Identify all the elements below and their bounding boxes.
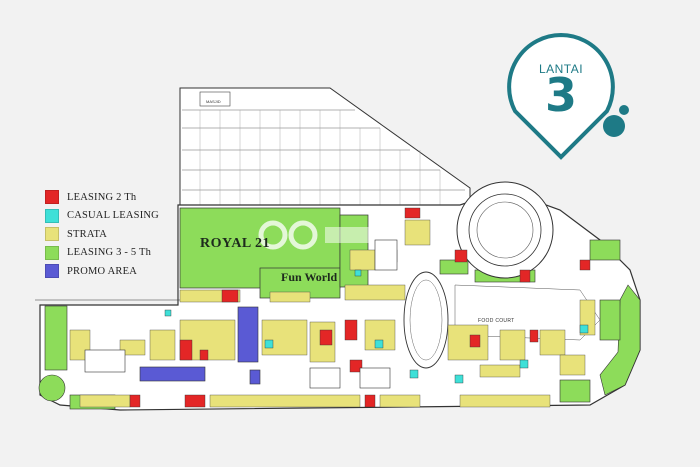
casual-leasing-kiosks [164,269,589,384]
legend-swatch [45,208,59,223]
food-court-label: FOOD COURT [478,318,515,324]
legend-label: LEASING 3 - 5 Th [67,247,152,259]
oval-atrium [403,271,449,369]
legend-label: PROMO AREA [67,265,137,277]
royal21-label: ROYAL 21 [200,236,271,251]
legend-item-leasing-2th: LEASING 2 Th [45,188,159,207]
strata-shops [69,219,596,408]
legend-swatch [45,264,59,279]
legend-swatch [45,190,59,205]
legend-label: LEASING 2 Th [67,191,137,203]
floor-title: LANTAI [538,62,584,76]
legend-item-strata: STRATA [45,225,159,244]
parking-structure [179,87,471,206]
legend-label: STRATA [67,228,108,240]
legend-item-leasing-3-5th: LEASING 3 - 5 Th [45,244,159,263]
promo-areas [139,306,261,385]
watermark-logo-icon [258,220,370,250]
legend-swatch [45,245,59,260]
funworld-label: Fun World [281,270,338,284]
legend-item-casual-leasing: CASUAL LEASING [45,207,159,226]
floor-number: 3 [544,68,577,122]
masjid-label: MASJID [206,99,221,104]
leasing-2th-shops [129,207,591,408]
legend-label: CASUAL LEASING [67,210,159,222]
escalators [84,239,398,389]
legend-swatch [45,227,59,242]
legend: LEASING 2 Th CASUAL LEASING STRATA LEASI… [45,188,159,281]
circular-atrium [456,181,554,279]
legend-item-promo-area: PROMO AREA [45,262,159,281]
